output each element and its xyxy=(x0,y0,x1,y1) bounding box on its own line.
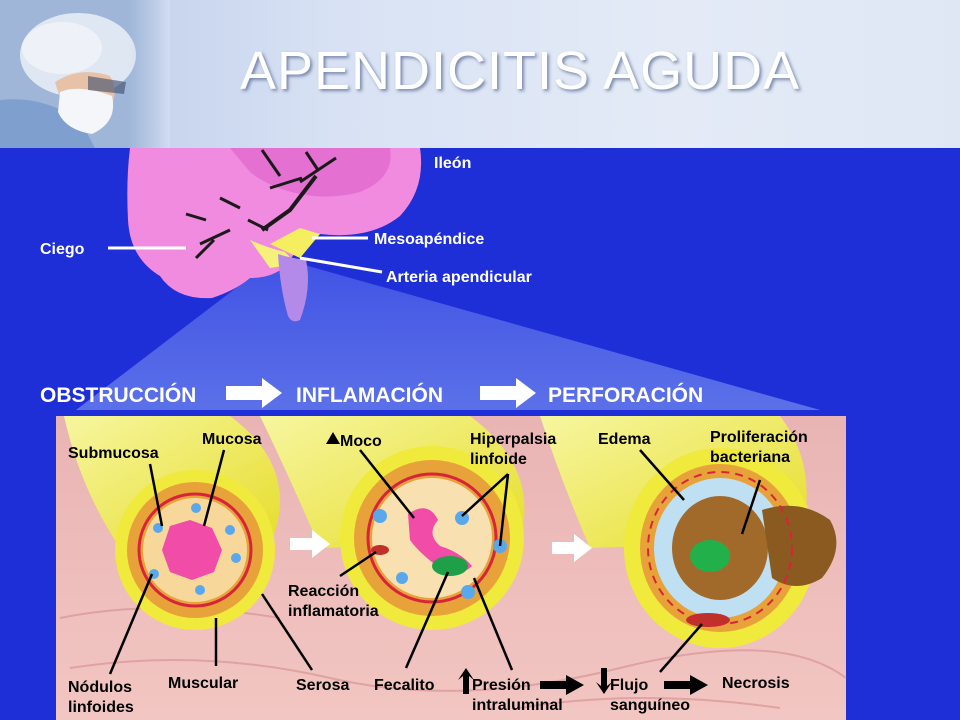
right-arrow-icon xyxy=(226,378,282,408)
down-arrow-icon xyxy=(596,668,612,694)
surgeon-photo xyxy=(0,0,170,148)
label-flujo-1: Flujo xyxy=(610,677,648,694)
appendix-perforacion xyxy=(540,416,837,648)
label-nodulos-1: Nódulos xyxy=(68,679,132,696)
slide-header: APENDICITIS AGUDA xyxy=(0,0,960,148)
stage-perforacion: PERFORACIÓN xyxy=(548,383,703,407)
label-presion-1: Presión xyxy=(472,677,531,694)
up-arrow-icon xyxy=(458,668,474,694)
diagram-stage: Ileón Ciego Mesoapéndice Arteria apendic… xyxy=(0,148,960,720)
right-arrow-icon xyxy=(552,534,592,562)
leader-arteria xyxy=(299,256,383,274)
slide-title: APENDICITIS AGUDA xyxy=(240,41,801,101)
label-ciego: Ciego xyxy=(40,241,85,258)
label-edema: Edema xyxy=(598,431,651,448)
label-mucosa: Mucosa xyxy=(202,431,262,448)
label-muscular: Muscular xyxy=(168,675,238,692)
magnification-fan xyxy=(76,256,820,410)
cecum-illustration xyxy=(127,148,422,322)
label-fecalito: Fecalito xyxy=(374,677,435,694)
label-mesoapendice: Mesoapéndice xyxy=(374,231,484,248)
up-arrow-icon xyxy=(326,432,340,444)
label-submucosa: Submucosa xyxy=(68,445,159,462)
stage-inflamacion: INFLAMACIÓN xyxy=(296,383,443,407)
appendix-inflamacion xyxy=(260,416,525,630)
label-hiperplasia-1: Hiperpalsia xyxy=(470,431,556,448)
right-arrow-icon xyxy=(664,675,708,695)
right-arrow-icon xyxy=(480,378,536,408)
label-arteria-apendicular: Arteria apendicular xyxy=(386,269,532,286)
stage-obstruccion: OBSTRUCCIÓN xyxy=(40,383,196,407)
appendix-obstruccion xyxy=(64,416,280,630)
label-flujo-2: sanguíneo xyxy=(610,697,690,714)
label-necrosis: Necrosis xyxy=(722,675,790,692)
appendicitis-diagram: Ileón Ciego Mesoapéndice Arteria apendic… xyxy=(40,148,847,720)
label-reaccion-1: Reacción xyxy=(288,583,359,600)
leader-lines xyxy=(108,449,762,675)
label-reaccion-2: inflamatoria xyxy=(288,603,379,620)
label-proliferacion-1: Proliferación xyxy=(710,429,808,446)
label-moco: Moco xyxy=(340,433,382,450)
right-arrow-icon xyxy=(290,530,330,558)
label-hiperplasia-2: linfoide xyxy=(470,451,527,468)
right-arrow-icon xyxy=(540,675,584,695)
label-presion-2: intraluminal xyxy=(472,697,563,714)
label-proliferacion-2: bacteriana xyxy=(710,449,790,466)
label-ileon: Ileón xyxy=(434,155,471,172)
label-serosa: Serosa xyxy=(296,677,349,694)
label-nodulos-2: linfoides xyxy=(68,699,134,716)
